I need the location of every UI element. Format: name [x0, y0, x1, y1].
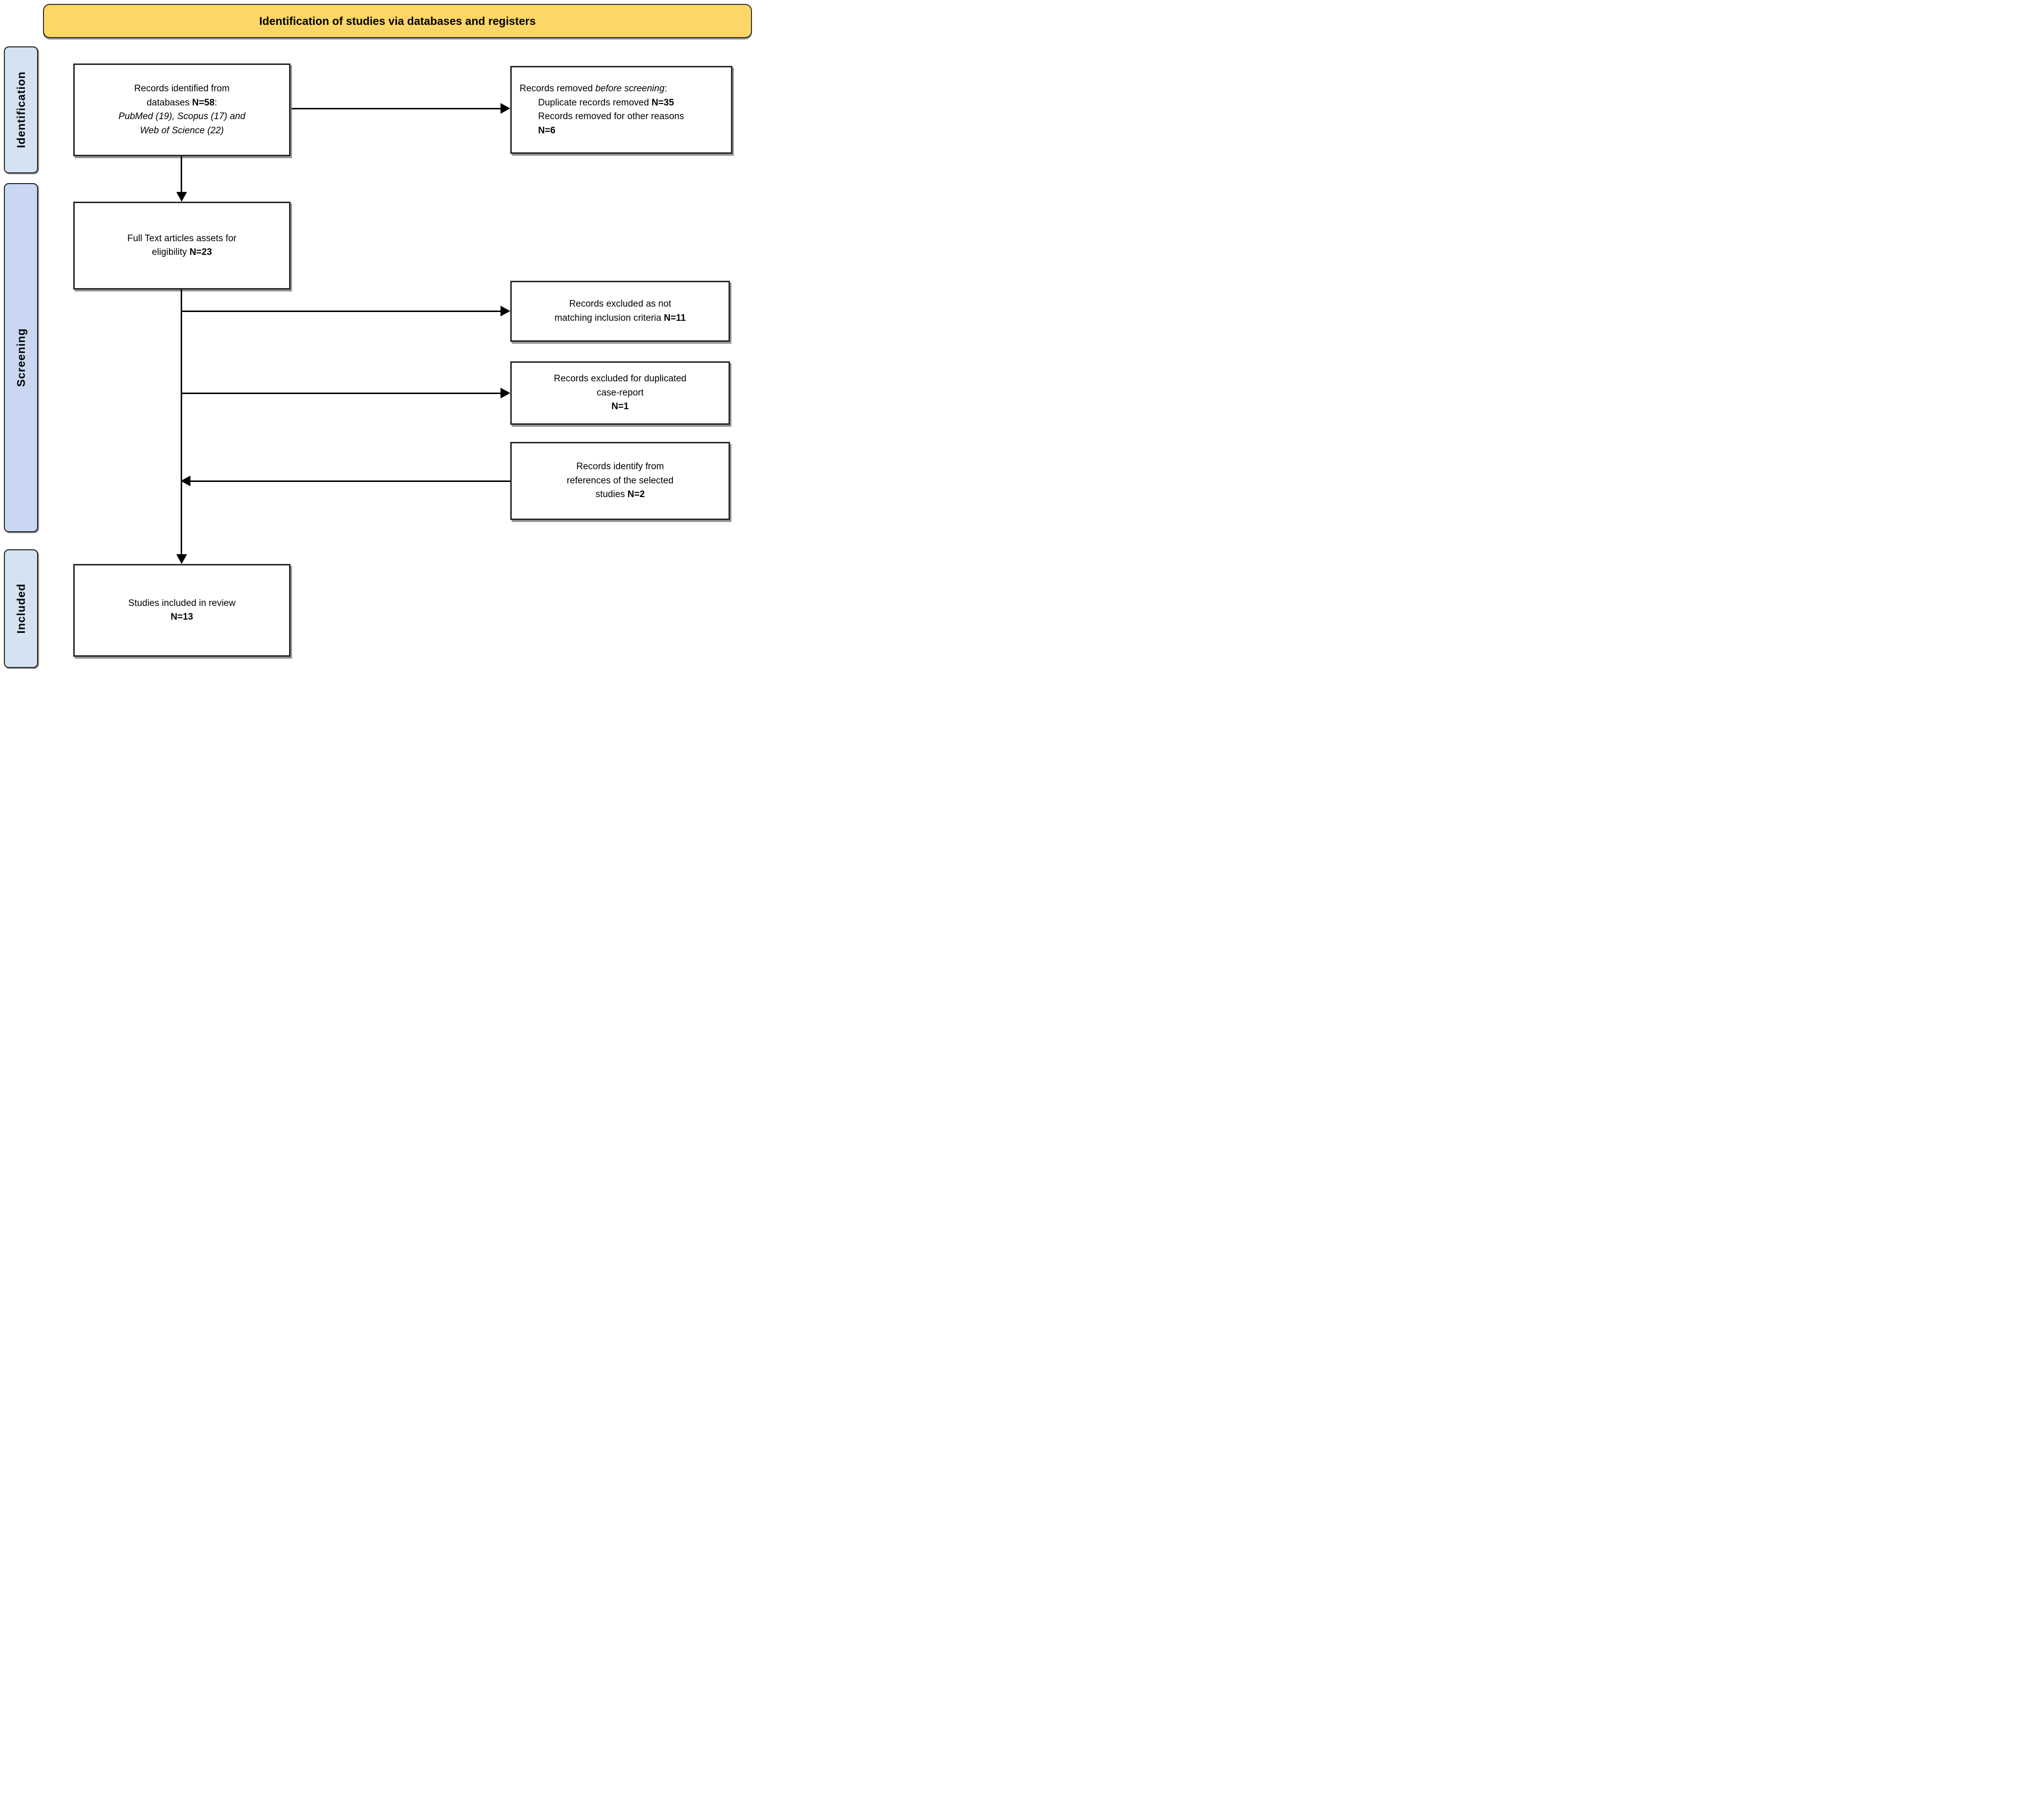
arrow-head-right-icon	[501, 103, 510, 114]
box-excluded-duplicated: Records excluded for duplicated case-rep…	[510, 361, 730, 425]
text-segment: Full Text articles assets for	[127, 233, 237, 244]
text-line: N=1	[512, 400, 729, 414]
phase-band-included-label: Included	[14, 583, 27, 634]
text-line: case-report	[512, 386, 729, 400]
title-banner-label: Identification of studies via databases …	[259, 14, 536, 27]
text-segment: eligibility	[151, 247, 190, 257]
text-segment: Records removed for other reasons	[538, 111, 684, 122]
text-segment: references of the selected	[566, 475, 674, 486]
text-line: matching inclusion criteria N=11	[512, 312, 729, 326]
arrow-line-identified-to-fulltext	[181, 156, 182, 192]
text-line: Records excluded as not	[512, 297, 729, 312]
box-studies-included: Studies included in review N=13	[73, 564, 291, 657]
arrow-line-references-to-stem	[190, 480, 510, 482]
arrow-line-to-excluded-duplicated	[182, 393, 501, 394]
phase-band-included: Included	[4, 549, 38, 668]
text-segment: :	[214, 97, 217, 108]
count-n11: N=11	[664, 313, 686, 323]
arrow-line-to-excluded-criteria	[182, 311, 501, 312]
box-excluded-criteria: Records excluded as not matching inclusi…	[510, 281, 730, 342]
box-fulltext-eligibility: Full Text articles assets for eligibilit…	[73, 202, 291, 290]
text-line: references of the selected	[512, 474, 729, 488]
box-records-references: Records identify from references of the …	[510, 442, 730, 520]
text-segment-italic: Web of Science (22)	[140, 125, 224, 136]
phase-band-identification: Identification	[4, 46, 38, 173]
text-segment: Records excluded as not	[569, 299, 671, 309]
phase-band-identification-label: Identification	[14, 71, 27, 148]
text-line: N=13	[75, 610, 289, 625]
text-line: PubMed (19), Scopus (17) and	[75, 110, 289, 124]
text-line: Records excluded for duplicated	[512, 372, 729, 386]
title-banner: Identification of studies via databases …	[43, 4, 752, 38]
text-segment: Duplicate records removed	[538, 97, 652, 108]
count-n1: N=1	[611, 401, 629, 412]
count-n58: N=58	[192, 97, 215, 108]
text-line: Records identified from	[75, 82, 289, 96]
count-n35: N=35	[651, 97, 674, 108]
text-segment: Records identified from	[134, 83, 230, 94]
text-line: Records removed before screening:	[520, 82, 723, 96]
text-line: Studies included in review	[75, 597, 289, 611]
text-line: eligibility N=23	[75, 246, 289, 260]
text-line: studies N=2	[512, 488, 729, 502]
text-segment: Studies included in review	[128, 598, 236, 608]
text-segment-italic: PubMed (19), Scopus (17) and	[118, 111, 246, 122]
count-n6: N=6	[538, 125, 556, 136]
box-records-identified: Records identified from databases N=58: …	[73, 63, 291, 156]
text-segment: Records excluded for duplicated	[554, 374, 687, 384]
text-line: databases N=58:	[75, 96, 289, 110]
count-n23: N=23	[189, 247, 212, 257]
text-line: N=6	[520, 124, 723, 138]
count-n2: N=2	[627, 489, 645, 500]
text-segment: Records identify from	[576, 461, 664, 472]
text-segment: case-report	[596, 387, 644, 398]
arrow-head-right-icon	[501, 388, 510, 398]
text-segment: matching inclusion criteria	[554, 313, 664, 323]
box-records-removed: Records removed before screening: Duplic…	[510, 66, 732, 154]
text-line: Web of Science (22)	[75, 124, 289, 138]
text-line: Full Text articles assets for	[75, 232, 289, 246]
arrow-head-right-icon	[501, 306, 510, 316]
text-segment: :	[664, 83, 667, 94]
text-segment: studies	[595, 489, 628, 500]
text-line: Records identify from	[512, 460, 729, 474]
arrow-line-identified-to-removed	[292, 108, 501, 109]
text-line: Records removed for other reasons	[520, 110, 723, 124]
text-segment: Records removed	[520, 83, 596, 94]
prisma-flow-diagram: Identification of studies via databases …	[0, 0, 754, 669]
text-line: Duplicate records removed N=35	[520, 96, 723, 110]
count-n13: N=13	[170, 612, 193, 622]
text-segment: databases	[146, 97, 192, 108]
arrow-head-left-icon	[181, 476, 190, 486]
arrow-head-down-icon	[176, 554, 187, 564]
phase-band-screening: Screening	[4, 183, 38, 532]
arrow-head-down-icon	[176, 192, 187, 202]
arrow-line-fulltext-to-included	[181, 290, 182, 555]
phase-band-screening-label: Screening	[14, 328, 27, 387]
text-segment-italic: before screening	[595, 83, 665, 94]
